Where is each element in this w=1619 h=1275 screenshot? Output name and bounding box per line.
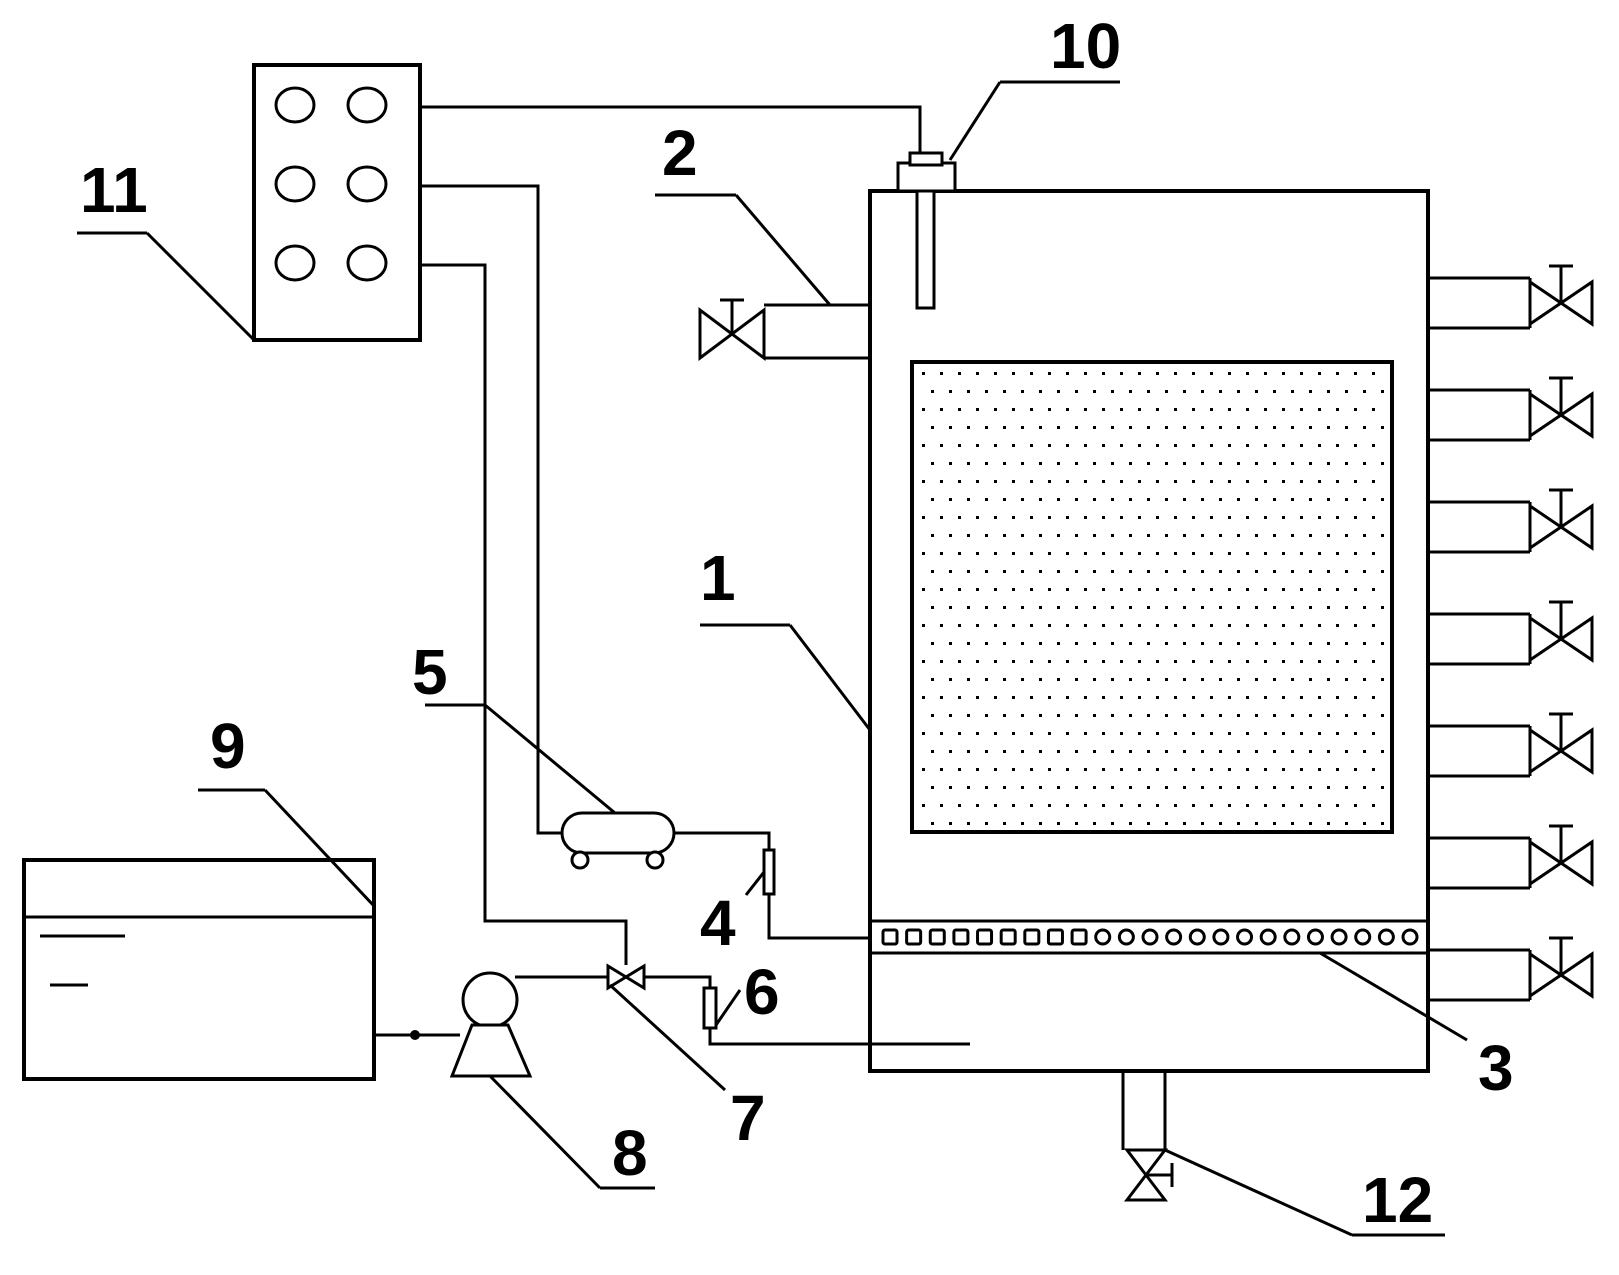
diffuser-hole [1377, 928, 1395, 946]
probe-head [908, 151, 944, 167]
control-indicators [274, 86, 388, 282]
diffuser-hole [905, 928, 923, 946]
feed-tank-body [22, 858, 376, 1081]
wire-to-feed-valve [420, 263, 628, 965]
label-10: 10 [1050, 10, 1121, 82]
leader-4 [744, 871, 766, 896]
diffuser-hole [1165, 928, 1183, 946]
drain-valve [1121, 1071, 1174, 1202]
sampling-valve [1528, 839, 1594, 887]
diffuser-hole [1023, 928, 1041, 946]
leader-12 [1164, 1148, 1353, 1237]
diffuser-hole [1046, 928, 1064, 946]
indicator-light [274, 86, 316, 124]
feed-valve [606, 963, 646, 991]
sampling-port [1428, 376, 1594, 442]
air-compressor [560, 811, 676, 870]
diffuser-hole [1283, 928, 1301, 946]
gas-flowmeter [762, 848, 776, 896]
sampling-valve [1528, 615, 1594, 663]
sampling-port [1428, 264, 1594, 330]
label-12: 12 [1362, 1164, 1433, 1236]
feed-pipe-joint [410, 1030, 420, 1040]
indicator-light [346, 165, 388, 203]
diffuser-hole [1141, 928, 1159, 946]
sampling-port [1428, 824, 1594, 890]
diffuser-hole [1094, 928, 1112, 946]
wire-to-probe [420, 105, 922, 153]
label-3: 3 [1478, 1032, 1514, 1104]
diffuser-hole [999, 928, 1017, 946]
inlet-pipe [698, 298, 870, 361]
diffuser-hole [1330, 928, 1348, 946]
signal-wires [420, 105, 922, 965]
feed-tank [22, 858, 376, 1081]
air-line [674, 831, 870, 940]
diffuser-hole [1070, 928, 1088, 946]
label-8: 8 [612, 1117, 648, 1189]
aeration-diffuser [881, 928, 1419, 946]
probe-rod [915, 189, 936, 310]
sampling-valve [1528, 391, 1594, 439]
label-4: 4 [700, 887, 736, 959]
probe [896, 151, 957, 310]
diffuser-hole [976, 928, 994, 946]
sampling-port [1428, 488, 1594, 554]
indicator-light [274, 244, 316, 282]
indicator-light [274, 165, 316, 203]
label-2: 2 [662, 117, 698, 189]
label-6: 6 [744, 956, 780, 1028]
probe-cap [896, 161, 957, 193]
diffuser-hole [1117, 928, 1135, 946]
diffuser-hole [881, 928, 899, 946]
sampling-valve [1528, 951, 1594, 999]
feed-line [374, 963, 970, 1078]
sampling-port [1428, 600, 1594, 666]
diffuser-hole [1354, 928, 1372, 946]
diffuser-hole [952, 928, 970, 946]
packing-media-dots [922, 372, 1384, 825]
leader-6 [714, 989, 742, 1026]
sampling-port [1428, 936, 1594, 1002]
leader-8 [488, 1074, 602, 1190]
label-1: 1 [700, 542, 736, 614]
compressor-wheel-right [645, 850, 665, 870]
label-5: 5 [412, 636, 448, 708]
sampling-valve [1528, 279, 1594, 327]
control-box [252, 63, 422, 342]
sampling-valve [1528, 503, 1594, 551]
diffuser-hole [928, 928, 946, 946]
leader-lines [77, 80, 1468, 1237]
diffuser-hole [1306, 928, 1324, 946]
feed-pump-head [461, 971, 519, 1029]
diffuser-hole [1236, 928, 1254, 946]
packing-media [910, 360, 1394, 834]
feed-pump-base [449, 1023, 533, 1078]
label-11: 11 [80, 154, 148, 226]
diffuser-hole [1188, 928, 1206, 946]
number-labels: 1 2 3 4 5 6 7 8 9 10 11 12 [80, 10, 1514, 1236]
diffuser-hole [1212, 928, 1230, 946]
feed-pump [449, 971, 533, 1078]
sampling-ports [1428, 264, 1594, 1002]
indicator-light [346, 244, 388, 282]
leader-7 [608, 983, 727, 1092]
reactor-body [868, 189, 1430, 1073]
label-9: 9 [210, 710, 246, 782]
indicator-light [346, 86, 388, 124]
sampling-port [1428, 712, 1594, 778]
compressor-wheel-left [570, 850, 590, 870]
diffuser-hole [1401, 928, 1419, 946]
wire-to-compressor [420, 184, 562, 835]
compressor-tank [560, 811, 676, 855]
control-box-body [252, 63, 422, 342]
sampling-valve [1528, 727, 1594, 775]
reactor [868, 189, 1430, 1073]
liquid-flowmeter [702, 986, 718, 1030]
label-7: 7 [730, 1082, 766, 1154]
leader-3 [1319, 951, 1468, 1042]
diffuser-hole [1259, 928, 1277, 946]
